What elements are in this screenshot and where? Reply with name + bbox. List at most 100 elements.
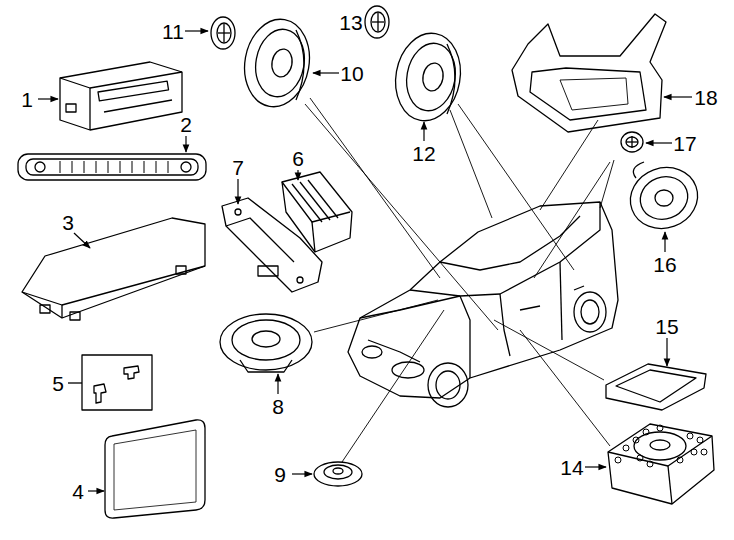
speaker [238,14,316,112]
callout-arrows [646,142,672,143]
tweeter [365,6,389,38]
callout-number: 2 [179,113,193,136]
callout-arrows [585,466,606,467]
parts-illustration [18,6,714,518]
tweeter [211,17,235,49]
speaker [633,162,644,178]
speaker [240,360,292,372]
radio-unit [60,62,182,130]
control-panel-bar [18,154,206,180]
tweeter [365,6,389,38]
speaker-grille [530,68,646,120]
callout-number: 7 [231,156,245,179]
amplifier-module [308,180,338,218]
tweeter [626,137,638,147]
control-panel-bar [26,159,198,175]
screen [105,420,205,518]
subwoofer [608,424,714,504]
display-panel [70,312,80,320]
leader-lines [450,110,492,218]
callout-number: 8 [271,395,285,418]
callout-number: 6 [291,147,305,170]
speaker [220,314,312,370]
subwoofer [687,433,693,439]
subwoofer [650,440,670,450]
tweeter [217,23,231,43]
control-panel-bar [181,162,191,172]
callout-arrows [313,72,339,73]
callout-number: 16 [652,253,677,276]
vehicle-outline [436,371,460,399]
control-panel-bar [132,161,133,173]
display-panel [22,218,205,318]
tweeter [621,132,643,152]
speaker [389,28,467,126]
callout-arrows [185,136,186,152]
speaker [389,28,467,126]
subwoofer [608,436,712,466]
radio-unit [89,88,90,130]
control-panel-bar [84,161,85,173]
speaker [622,158,706,238]
callout-number: 14 [559,456,584,479]
callout-number: 11 [161,20,185,43]
tweeter [223,24,224,42]
speaker [447,44,455,114]
subwoofer [647,461,653,467]
callout-number: 17 [672,132,697,155]
speaker-grille [560,78,628,110]
callout-arrows [423,122,424,141]
leader-lines [314,300,438,332]
callout-arrows [664,96,692,97]
speaker [655,190,673,206]
speaker [296,30,304,100]
callout-arrows [88,490,104,491]
speaker [622,158,706,238]
callout-number: 4 [71,480,85,503]
tweeter [211,17,235,49]
vehicle-outline [574,286,584,290]
radio-unit [60,62,182,130]
control-panel-bar [60,161,61,173]
leader-lines [458,104,574,270]
screen [105,420,205,518]
control-panel-bar [156,161,157,173]
subwoofer [637,455,643,461]
leader-lines [540,120,598,210]
callout-arrows [38,98,58,99]
vehicle-outline [581,300,599,324]
vehicle-outline [362,346,382,358]
callout-arrows [666,338,667,366]
leader-lines [305,104,498,330]
tweeter [621,132,643,152]
mounting-plate [606,364,706,410]
subwoofer [691,449,697,455]
callout-number: 9 [273,463,287,486]
tweeter [371,12,385,32]
mounting-bracket [297,277,303,283]
subwoofer [677,457,683,463]
subwoofer [668,466,672,504]
vehicle-outline [440,216,580,270]
leader-lines [534,162,610,278]
speaker-grille [512,14,666,132]
subwoofer [608,424,714,504]
leader-lines [342,310,444,462]
tweeter [333,468,343,474]
control-panel-bar [72,161,73,173]
mounting-plate [616,370,696,402]
subwoofer [697,437,703,443]
subwoofer [657,425,663,431]
speaker [238,14,316,112]
speaker-grille [512,14,666,132]
radio-unit [104,100,172,112]
amplifier-module [300,182,330,220]
mounting-bracket [222,198,322,292]
vehicle-outline [560,262,562,340]
speaker [270,47,295,78]
radio-unit [60,72,182,88]
tweeter [314,462,362,486]
clips-box [94,384,106,403]
control-panel-bar [120,161,121,173]
